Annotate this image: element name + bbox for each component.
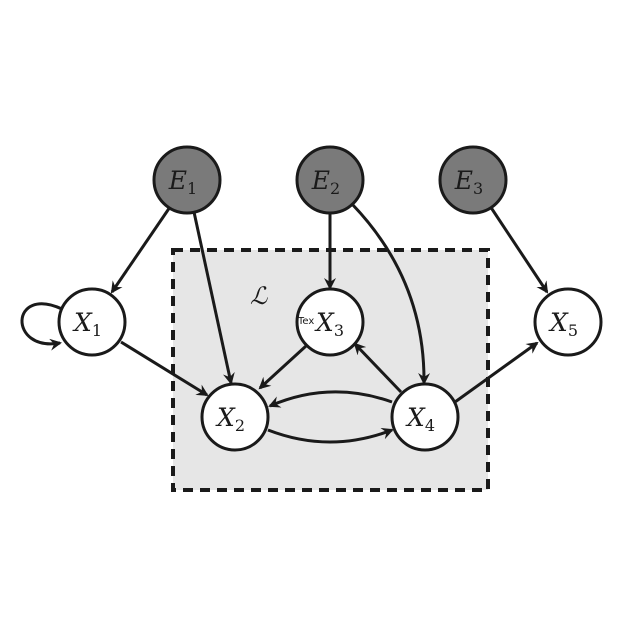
node-e1: E1 <box>152 145 222 215</box>
node-x3-label: X3 <box>314 308 344 340</box>
node-e2-circle <box>295 145 365 215</box>
node-e2: E2 <box>295 145 365 215</box>
node-x1-circle <box>57 287 127 357</box>
edges <box>20 202 549 444</box>
edge-x4-x3 <box>353 342 403 394</box>
node-x3: X3 Tex <box>295 287 365 357</box>
node-e3-label: E3 <box>454 166 483 198</box>
edge-x1-x2 <box>120 340 209 397</box>
node-x5: X5 <box>533 287 603 357</box>
node-e1-circle <box>152 145 222 215</box>
node-x5-circle <box>533 287 603 357</box>
edge-x4-x5 <box>454 341 539 404</box>
node-x2: X2 <box>200 382 270 452</box>
edge-x3-x2 <box>258 344 308 390</box>
node-e3: E3 <box>438 145 508 215</box>
stray-tex-text: Tex <box>297 316 314 327</box>
edge-x4-x2 <box>268 390 393 408</box>
latent-region-label: ℒ <box>250 282 268 310</box>
node-x5-label: X5 <box>548 308 578 340</box>
node-x1-label: X1 <box>72 308 102 340</box>
node-e2-label: E2 <box>311 166 340 198</box>
node-x2-circle <box>200 382 270 452</box>
edge-x2-x4 <box>267 428 394 444</box>
node-x4-label: X4 <box>405 403 435 435</box>
edge-e3-x5 <box>488 205 549 294</box>
node-e1-label: E1 <box>168 166 197 198</box>
edge-x1-self-loop <box>20 302 63 351</box>
node-x4: X4 <box>390 382 460 452</box>
node-x3-circle <box>295 287 365 357</box>
edge-e1-x1 <box>110 206 172 294</box>
node-e3-circle <box>438 145 508 215</box>
node-x1: X1 <box>57 287 127 357</box>
node-x2-label: X2 <box>215 403 245 435</box>
node-x4-circle <box>390 382 460 452</box>
edge-e2-x4 <box>350 202 431 385</box>
edge-e1-x2 <box>192 211 235 385</box>
